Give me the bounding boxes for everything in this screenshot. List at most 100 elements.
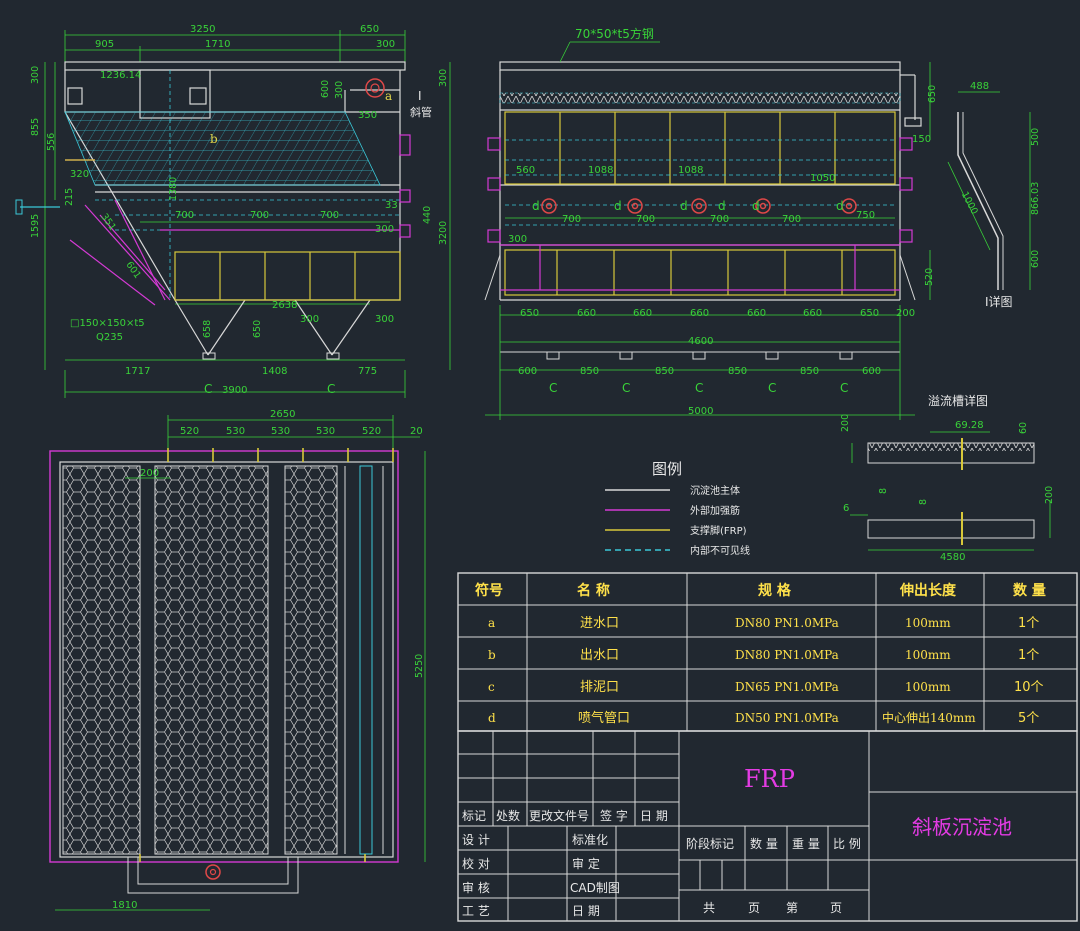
rev-mark: 标记 [462, 809, 486, 823]
table-row-c-symbol: c [488, 680, 495, 694]
sheet-total: 共 [703, 901, 715, 915]
table-row-d-spec: DN50 PN1.0MPa [735, 711, 839, 725]
sign-check: 校 对 [462, 856, 490, 871]
row1-660c: 660 [690, 308, 709, 319]
row2-850b: 850 [655, 366, 674, 377]
sign-review: 审 核 [462, 880, 490, 895]
dim-right-300d: 300 [375, 314, 394, 325]
inclined-tube-pack [64, 111, 381, 186]
dim-bottom-1717: 1717 [125, 366, 150, 377]
side-dim-700d: 700 [782, 214, 801, 225]
row2-600b: 600 [862, 366, 881, 377]
dim-1710: 1710 [205, 39, 230, 50]
dim-650: 650 [360, 24, 379, 35]
row1-660a: 660 [577, 308, 596, 319]
d-label-3: d [680, 199, 688, 213]
dim-bottom-3900: 3900 [222, 385, 247, 396]
outlet-flange-icon [15, 199, 23, 215]
c-label-3: C [695, 381, 703, 395]
dim-left-300: 300 [30, 66, 41, 84]
dim-inner-700b: 700 [250, 210, 269, 221]
table-row-d-name: 喷气管口 [578, 710, 630, 726]
detail-i: 488 500 866.03 600 1000 Ⅰ详图 [947, 81, 1041, 309]
th-spec: 规 格 [758, 582, 792, 599]
dim-left-556: 556 [46, 133, 57, 151]
hex-pack-3 [284, 465, 338, 855]
dim-right-300: 300 [438, 69, 449, 87]
label-c-2: C [327, 382, 335, 396]
detail-i-title: Ⅰ详图 [985, 294, 1013, 309]
row2-600a: 600 [518, 366, 537, 377]
stage-weight: 重 量 [792, 837, 820, 851]
side-dim-150: 150 [912, 134, 931, 145]
label-c-1: C [204, 382, 212, 396]
overflow-69: 69.28 [955, 420, 984, 431]
label-a: a [385, 89, 392, 103]
legend-label-rib: 外部加强筋 [690, 504, 740, 517]
plan-dim-530b: 530 [271, 426, 290, 437]
sign-process: 工 艺 [462, 904, 490, 918]
side-hidden-lines [505, 139, 895, 226]
c-label-5: C [840, 381, 848, 395]
table-row-d-length: 中心伸出140mm [882, 710, 976, 725]
front-view: 3250 650 905 1710 300 1236.14 300 855 55… [15, 24, 451, 398]
c-label-4: C [768, 381, 776, 395]
d-label-1: d [532, 199, 540, 213]
rev-sign: 签 字 [600, 808, 628, 823]
front-feet [202, 352, 340, 360]
dim-inner-700c: 700 [320, 210, 339, 221]
sign-date: 日 期 [572, 904, 600, 918]
stage-qty: 数 量 [750, 836, 778, 851]
table-row-a-qty: 1个 [1018, 616, 1039, 631]
legend-label-hidden: 内部不可见线 [690, 544, 750, 557]
overflow-200a: 200 [840, 414, 851, 432]
d-label-6: d [836, 199, 844, 213]
front-dim-lines [44, 30, 451, 398]
sign-design: 设 计 [462, 833, 490, 847]
drawing-name: 斜板沉淀池 [912, 815, 1012, 839]
plan-dim-20: 20 [410, 426, 423, 437]
legend-title: 图例 [652, 460, 682, 478]
side-dim-750: 750 [856, 210, 875, 221]
dim-left-855: 855 [30, 118, 41, 136]
overflow-60: 60 [1018, 422, 1029, 434]
sign-cad: CAD制图 [570, 881, 620, 895]
side-ribs [487, 137, 913, 291]
dim-905: 905 [95, 39, 114, 50]
plan-dim-1810: 1810 [112, 900, 137, 911]
rev-date: 日 期 [640, 809, 668, 823]
drain-nozzle-icon [205, 864, 221, 880]
dim-right-33: 33 [385, 200, 398, 211]
plan-dim-5250: 5250 [414, 654, 425, 678]
plan-dim-530a: 530 [226, 426, 245, 437]
dim-left-1595: 1595 [30, 214, 41, 238]
side-dim-520: 520 [924, 268, 935, 286]
side-tube-frames [504, 111, 896, 296]
aeration-nozzles [541, 198, 857, 214]
label-inclined-tube: 斜管 [410, 105, 432, 119]
dim-300-top: 300 [376, 39, 395, 50]
table-row-b-name: 出水口 [580, 648, 619, 663]
label-detail-i: I [418, 89, 422, 103]
plan-dim-530c: 530 [316, 426, 335, 437]
dim-left-320: 320 [70, 169, 89, 180]
front-tank-body [64, 61, 406, 356]
table-row-c-spec: DN65 PN1.0MPa [735, 680, 839, 694]
legend-label-support: 支撑脚(FRP) [690, 524, 747, 537]
rev-doc: 更改文件号 [529, 808, 589, 823]
overflow-detail: 溢流槽详图 69.28 60 200 8 6 8 200 4580 [840, 393, 1055, 563]
plan-dim-520b: 520 [362, 426, 381, 437]
overflow-6: 6 [843, 503, 849, 514]
side-feet [484, 254, 916, 360]
overflow-200b: 200 [1044, 486, 1055, 504]
dim-inner-300: 300 [300, 314, 319, 325]
sheet-page-b: 页 [830, 901, 842, 915]
label-b: b [210, 132, 218, 146]
legend: 图例 沉淀池主体 外部加强筋 支撑脚(FRP) 内部不可见线 [605, 460, 750, 557]
dim-inner-1380: 1380 [168, 177, 179, 201]
th-symbol: 符号 [474, 582, 503, 599]
stage-mark: 阶段标记 [686, 836, 734, 851]
stage-scale: 比 例 [833, 837, 861, 851]
side-dim-700c: 700 [710, 214, 729, 225]
